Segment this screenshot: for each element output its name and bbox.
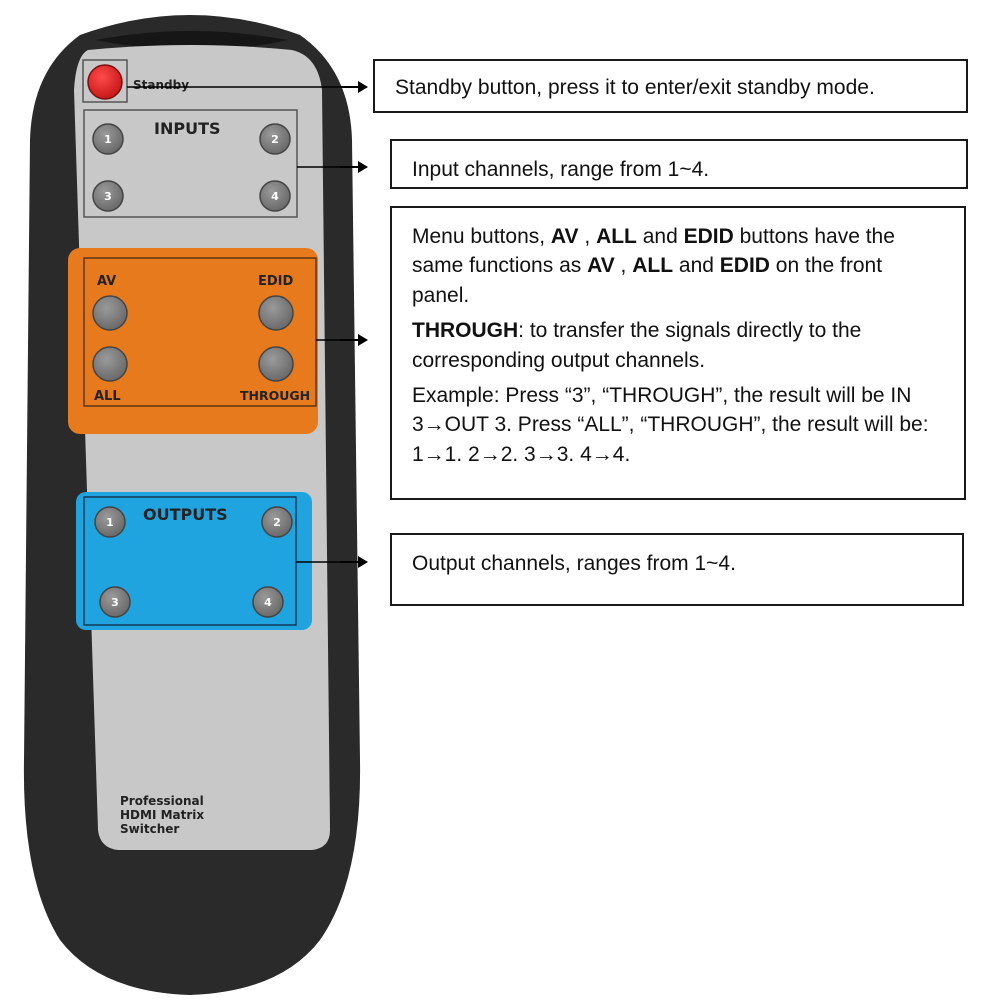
- remote-face: [74, 45, 330, 850]
- outputs-panel: [76, 492, 312, 630]
- standby-callout: Standby button, press it to enter/exit s…: [373, 59, 968, 113]
- inputs-frame: [83, 109, 298, 218]
- svg-text:3: 3: [111, 596, 119, 609]
- input-button-4[interactable]: 4: [259, 180, 291, 212]
- inputs-callout: Input channels, range from 1~4.: [390, 139, 968, 189]
- av-label: AV: [97, 274, 116, 289]
- through-button[interactable]: [258, 346, 294, 382]
- input-button-1[interactable]: 1: [92, 123, 124, 155]
- menu-panel: [68, 248, 318, 434]
- standby-callout-text: Standby button, press it to enter/exit s…: [395, 76, 875, 99]
- svg-text:1: 1: [104, 133, 112, 146]
- outputs-callout: Output channels, ranges from 1~4.: [390, 533, 964, 606]
- svg-text:4: 4: [271, 190, 279, 203]
- menu-callout-paragraph-1: Menu buttons, AV , ALL and EDID buttons …: [412, 225, 895, 307]
- output-button-3[interactable]: 3: [99, 586, 131, 618]
- inputs-arrow-icon: [340, 161, 368, 173]
- through-label: THROUGH: [240, 388, 310, 403]
- outputs-arrow-icon: [340, 556, 368, 568]
- edid-label: EDID: [258, 274, 294, 289]
- standby-label: Standby: [133, 78, 189, 92]
- all-label: ALL: [94, 389, 121, 404]
- branding-line-2: HDMI Matrix: [120, 808, 204, 822]
- inputs-title: INPUTS: [154, 119, 221, 138]
- input-button-3[interactable]: 3: [92, 180, 124, 212]
- menu-callout: Menu buttons, AV , ALL and EDID buttons …: [390, 206, 966, 500]
- svg-text:2: 2: [273, 516, 281, 529]
- input-button-2[interactable]: 2: [259, 123, 291, 155]
- standby-frame: [82, 59, 128, 103]
- svg-text:3: 3: [104, 190, 112, 203]
- edid-button[interactable]: [258, 295, 294, 331]
- av-button[interactable]: [92, 295, 128, 331]
- inputs-callout-text: Input channels, range from 1~4.: [412, 158, 710, 181]
- outputs-callout-text: Output channels, ranges from 1~4.: [412, 552, 736, 575]
- output-button-1[interactable]: 1: [94, 506, 126, 538]
- menu-callout-paragraph-3: Example: Press “3”, “THROUGH”, the resul…: [412, 383, 929, 466]
- branding-line-3: Switcher: [120, 822, 179, 836]
- output-button-2[interactable]: 2: [261, 506, 293, 538]
- svg-text:1: 1: [106, 516, 114, 529]
- menu-frame: [83, 257, 317, 407]
- remote-top-lip: [95, 31, 288, 50]
- svg-text:4: 4: [264, 596, 272, 609]
- menu-callout-paragraph-2: THROUGH: to transfer the signals directl…: [412, 319, 862, 372]
- output-button-4[interactable]: 4: [252, 586, 284, 618]
- outputs-frame: [83, 496, 297, 626]
- outputs-title: OUTPUTS: [143, 505, 228, 524]
- standby-arrow-icon: [340, 81, 368, 93]
- menu-arrow-icon: [340, 334, 368, 346]
- all-button[interactable]: [92, 346, 128, 382]
- standby-button[interactable]: [87, 64, 123, 100]
- branding-line-1: Professional: [120, 794, 204, 808]
- svg-text:2: 2: [271, 133, 279, 146]
